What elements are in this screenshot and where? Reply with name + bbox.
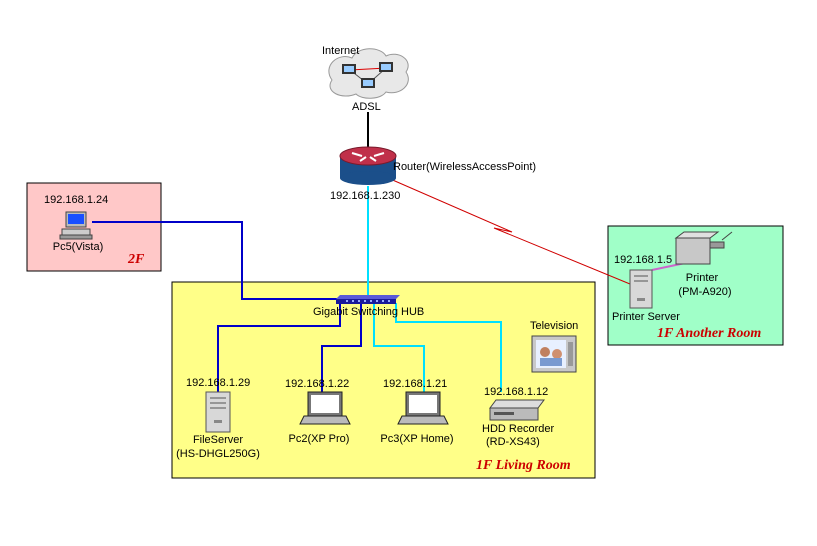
zone-another-label: 1F Another Room (657, 326, 762, 341)
hdd-model: (RD-XS43) (486, 436, 540, 448)
hub-label: Gigabit Switching HUB (313, 306, 425, 318)
cable-pc5-hub (92, 221, 340, 300)
tv-name: Television (530, 320, 579, 332)
television-icon (531, 335, 577, 373)
internet-label: Internet (322, 45, 360, 57)
laptop-pc3-icon (397, 391, 449, 425)
pc5-name: Pc5(Vista) (52, 241, 104, 253)
hdd-name: HDD Recorder (482, 423, 555, 435)
router-ip: 192.168.1.230 (330, 190, 401, 202)
cable-pc3-hub (373, 303, 425, 392)
print-server-icon (629, 269, 653, 309)
internet-cloud-icon (328, 48, 409, 99)
hdd-ip: 192.168.1.12 (484, 386, 549, 398)
adsl-label: ADSL (352, 101, 381, 113)
zone-living-room (171, 281, 596, 479)
wireless-link (387, 177, 631, 285)
router-icon (339, 146, 397, 185)
cable-pc2-hub (321, 303, 362, 392)
printer-name: Printer (685, 272, 719, 284)
router-name: Router(WirelessAccessPoint) (393, 161, 537, 173)
printserver-name: Printer Server (612, 311, 680, 323)
pc3-ip: 192.168.1.21 (383, 378, 448, 390)
hdd-recorder-icon (489, 399, 545, 421)
cable-fileserver-hub (217, 303, 341, 392)
fileserver-name: FileServer (192, 434, 244, 446)
pc3-name: Pc3(XP Home) (380, 433, 454, 445)
printserver-ip: 192.168.1.5 (614, 254, 673, 266)
zone-living-label: 1F Living Room (476, 458, 571, 473)
pc2-name: Pc2(XP Pro) (288, 433, 350, 445)
fileserver-ip: 192.168.1.29 (186, 377, 251, 389)
pc2-ip: 192.168.1.22 (285, 378, 350, 390)
file-server-icon (205, 391, 231, 433)
zone-2f-label: 2F (128, 252, 145, 267)
switching-hub-icon (336, 295, 400, 304)
cable-hdd-hub (395, 303, 502, 392)
fileserver-model: (HS-DHGL250G) (176, 448, 260, 460)
printer-icon (674, 231, 733, 265)
printer-model: (PM-A920) (678, 286, 732, 298)
desktop-pc-icon (59, 211, 93, 240)
pc5-ip: 192.168.1.24 (44, 194, 109, 206)
laptop-pc2-icon (299, 391, 351, 425)
zone-2f (26, 182, 162, 272)
